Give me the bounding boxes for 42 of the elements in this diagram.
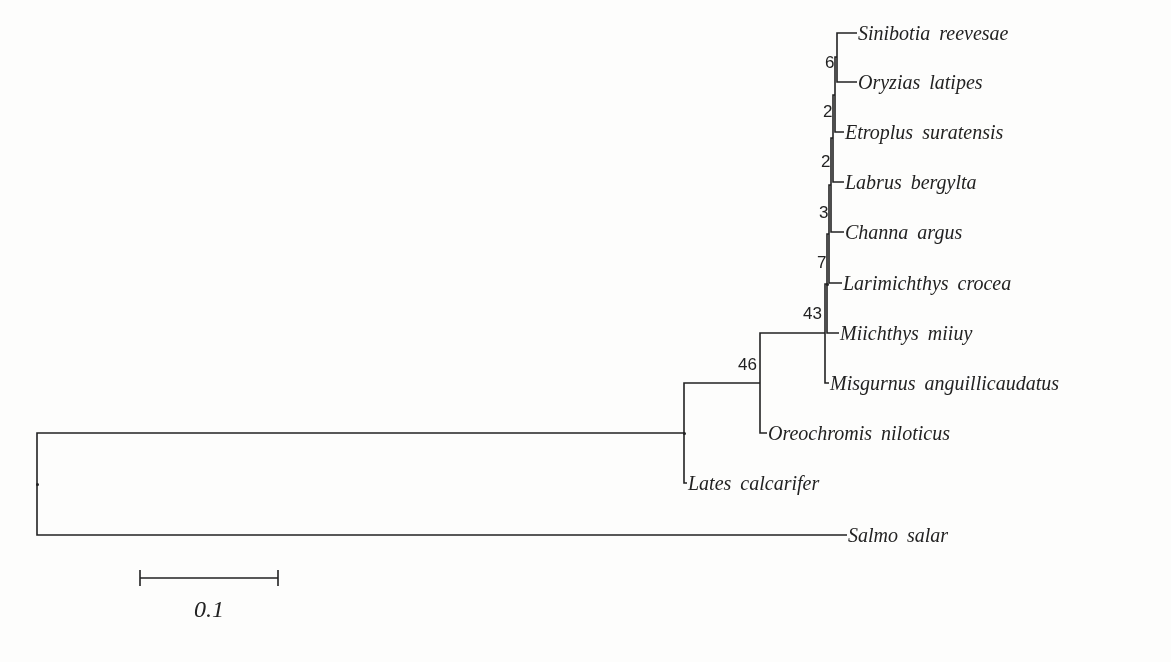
species-name: Larimichthys crocea [843, 272, 1012, 294]
species-name: Misgurnus anguillicaudatus [830, 372, 1059, 394]
branch-point [825, 282, 829, 286]
bootstrap-value: 7 [817, 253, 827, 272]
species-name: Oryzias latipes [858, 71, 983, 93]
tree-branch [836, 32, 858, 58]
tree-branch [36, 483, 848, 536]
species-name: Oreochromis niloticus [768, 422, 950, 444]
tree-branch [759, 332, 826, 384]
tree-branch [834, 94, 845, 133]
branch-point [35, 482, 39, 486]
tree-branch [830, 184, 845, 233]
species-name: Salmo salar [848, 524, 949, 546]
tree-branch [828, 233, 843, 284]
species-name: Sinibotia reevesae [858, 22, 1009, 44]
branch-point [682, 431, 686, 435]
species-name: Lates calcarifer [688, 472, 820, 494]
bootstrap-value: 46 [738, 355, 757, 374]
tree-branch [683, 432, 688, 484]
tree-branch [826, 233, 830, 285]
tree-branch [836, 56, 858, 83]
tree-branch [36, 432, 685, 485]
bootstrap-value: 6 [825, 53, 835, 72]
scale-label: 0.1 [194, 596, 224, 622]
bootstrap-value: 43 [803, 304, 822, 323]
bootstrap-value: 3 [819, 203, 829, 222]
tree-branch [826, 283, 840, 334]
species-name: Channa argus [845, 221, 963, 243]
tree-branch [683, 382, 761, 434]
tree-branch [824, 332, 830, 384]
tree-branch [759, 382, 768, 434]
tree-branch [832, 137, 845, 183]
bootstrap-value: 2 [821, 152, 831, 171]
species-name: Labrus bergylta [845, 171, 977, 193]
tree-branch [834, 56, 838, 96]
tree-branch [828, 184, 832, 235]
bootstrap-value: 2 [823, 102, 833, 121]
species-name: Miichthys miiuy [840, 322, 973, 344]
species-name: Etroplus suratensis [845, 121, 1004, 143]
tree-branch [830, 137, 834, 186]
tree-branch [832, 94, 836, 139]
tree-branch [824, 283, 828, 334]
